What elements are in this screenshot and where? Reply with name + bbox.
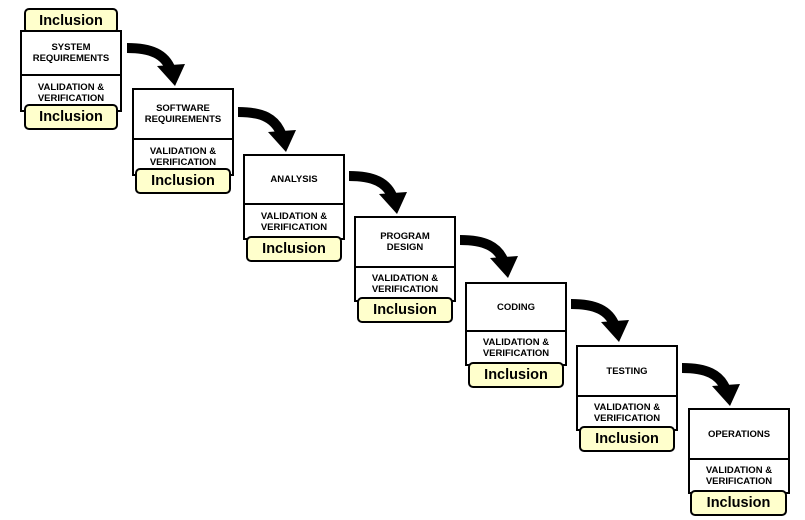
stage-program-design: PROGRAM DESIGN VALIDATION & VERIFICATION — [354, 216, 456, 302]
inclusion-badge: Inclusion — [357, 297, 453, 323]
arrow-1-icon — [126, 43, 185, 86]
inclusion-badge: Inclusion — [468, 362, 564, 388]
stage-validation-verification: VALIDATION & VERIFICATION — [22, 74, 120, 110]
arrow-5-icon — [570, 299, 629, 342]
inclusion-badge-top: Inclusion — [24, 8, 118, 34]
stage-coding: CODING VALIDATION & VERIFICATION — [465, 282, 567, 366]
inclusion-badge: Inclusion — [690, 490, 787, 516]
stage-validation-verification: VALIDATION & VERIFICATION — [578, 395, 676, 429]
stage-validation-verification: VALIDATION & VERIFICATION — [467, 330, 565, 364]
inclusion-badge: Inclusion — [24, 104, 118, 130]
stage-validation-verification: VALIDATION & VERIFICATION — [690, 458, 788, 492]
arrow-6-icon — [681, 363, 740, 406]
arrow-4-icon — [459, 235, 518, 278]
stage-title: SOFTWARE REQUIREMENTS — [144, 103, 222, 125]
stage-title: TESTING — [606, 365, 648, 377]
stage-operations: OPERATIONS VALIDATION & VERIFICATION — [688, 408, 790, 494]
stage-title: ANALYSIS — [270, 174, 318, 185]
stage-validation-verification: VALIDATION & VERIFICATION — [245, 203, 343, 238]
stage-title: SYSTEM REQUIREMENTS — [32, 42, 110, 64]
stage-analysis: ANALYSIS VALIDATION & VERIFICATION — [243, 154, 345, 240]
stage-title: OPERATIONS — [707, 428, 771, 440]
stage-validation-verification: VALIDATION & VERIFICATION — [134, 138, 232, 174]
inclusion-badge: Inclusion — [246, 236, 342, 262]
stage-software-requirements: SOFTWARE REQUIREMENTS VALIDATION & VERIF… — [132, 88, 234, 176]
stage-testing: TESTING VALIDATION & VERIFICATION — [576, 345, 678, 431]
stage-system-requirements: SYSTEM REQUIREMENTS VALIDATION & VERIFIC… — [20, 30, 122, 112]
inclusion-badge: Inclusion — [135, 168, 231, 194]
stage-validation-verification: VALIDATION & VERIFICATION — [356, 266, 454, 300]
stage-title: PROGRAM DESIGN — [380, 231, 430, 253]
arrow-2-icon — [237, 107, 296, 152]
stage-title: CODING — [497, 301, 535, 313]
arrow-3-icon — [348, 171, 407, 214]
inclusion-badge: Inclusion — [579, 426, 675, 452]
